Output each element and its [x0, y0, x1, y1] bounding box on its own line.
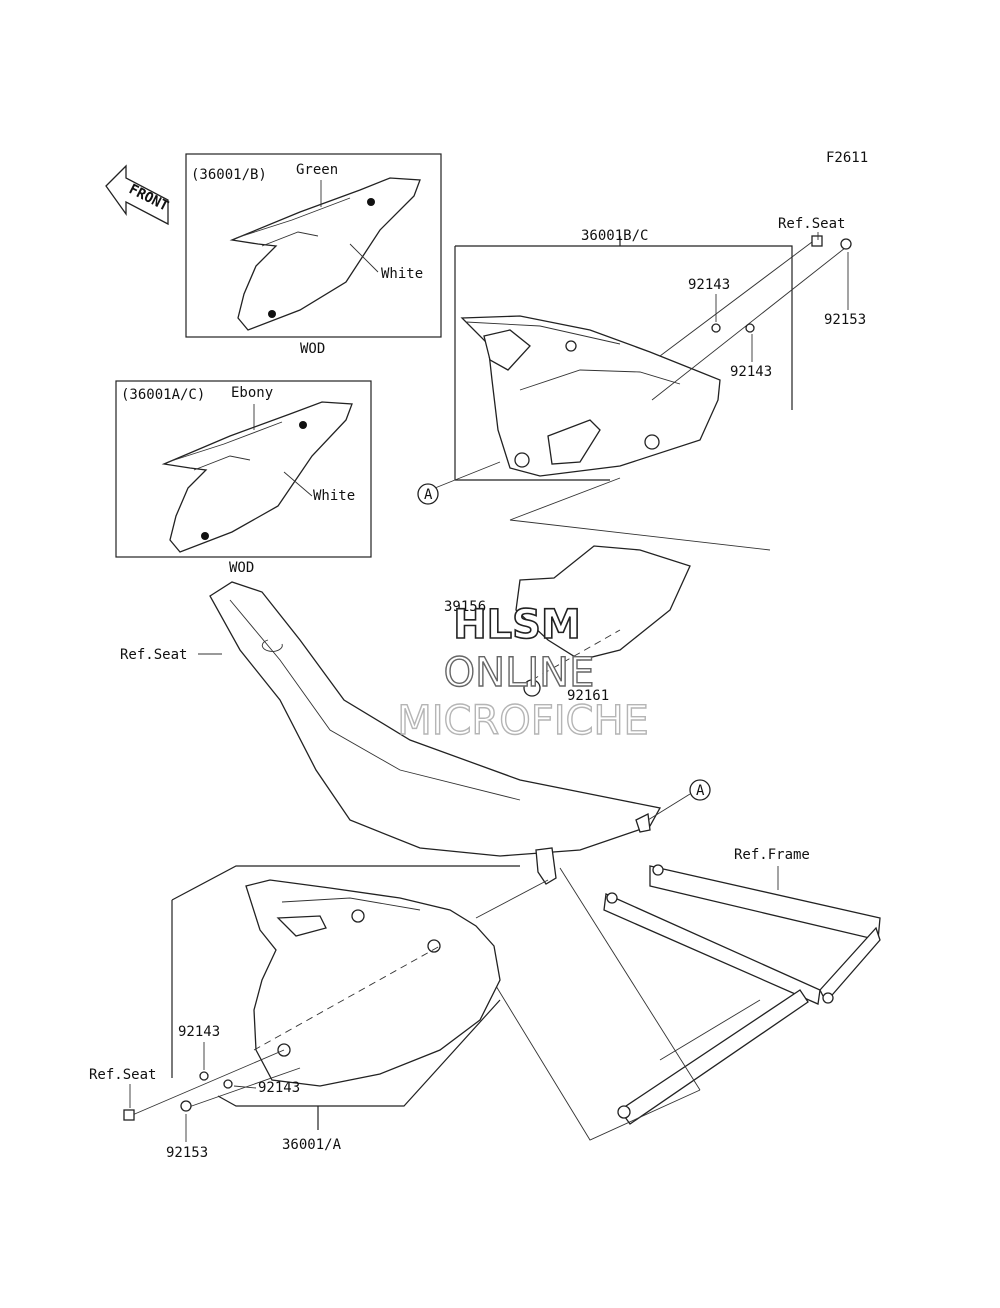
label-92143-top-b: 92143: [730, 364, 772, 380]
inset-ac-color-top: Ebony: [231, 385, 273, 401]
callout-a1-circle: [417, 483, 439, 505]
label-ref-seat-mid: Ref.Seat: [120, 647, 187, 663]
label-92143-top-a: 92143: [688, 277, 730, 293]
seat: Ref.Seat A: [120, 581, 711, 885]
label-39156: 39156: [444, 599, 486, 615]
inset-b-caption: WOD: [300, 341, 325, 357]
inset-b-color-top: Green: [296, 162, 338, 178]
inset-36001ac: (36001A/C) Ebony White WOD: [115, 380, 372, 576]
label-92153-top: 92153: [824, 312, 866, 328]
inset-b-code: (36001/B): [191, 167, 267, 183]
callout-a1: A: [424, 487, 433, 503]
lower-side-cover-group: 36001/A 92143 92143 Ref.Seat 92153: [89, 865, 549, 1161]
diagram-code: F2611: [826, 150, 868, 166]
label-ref-seat-bot: Ref.Seat: [89, 1067, 156, 1083]
watermark-line1: HLSM: [453, 602, 581, 648]
inset-ac-caption: WOD: [229, 560, 254, 576]
inset-ac-code: (36001A/C): [121, 387, 205, 403]
upper-side-cover-group: 36001B/C Ref.Seat 92153 92143 92143 A: [417, 216, 866, 505]
callout-a2-circle: [689, 779, 711, 801]
label-ref-frame: Ref.Frame: [734, 847, 810, 863]
label-92143-bot-b: 92143: [258, 1080, 300, 1096]
inset-b-color-main: White: [381, 266, 423, 282]
label-36001bc: 36001B/C: [581, 228, 648, 244]
watermark-line2: ONLINE: [444, 650, 595, 696]
inset-ac-color-main: White: [313, 488, 355, 504]
label-ref-seat-top: Ref.Seat: [778, 216, 845, 232]
label-92161: 92161: [567, 688, 609, 704]
rear-frame: Ref.Frame: [603, 847, 881, 1125]
inset-36001b: (36001/B) Green White WOD: [185, 153, 442, 357]
label-36001a: 36001/A: [282, 1137, 342, 1153]
label-92153-bot: 92153: [166, 1145, 208, 1161]
watermark: HLSM ONLINE MICROFICHE: [396, 601, 649, 745]
label-92143-bot-a: 92143: [178, 1024, 220, 1040]
front-arrow-icon: FRONT: [105, 164, 171, 226]
seat-pad-39156: 39156 92161: [444, 545, 691, 704]
watermark-line3: MICROFICHE: [397, 698, 649, 744]
callout-a2: A: [696, 783, 705, 799]
